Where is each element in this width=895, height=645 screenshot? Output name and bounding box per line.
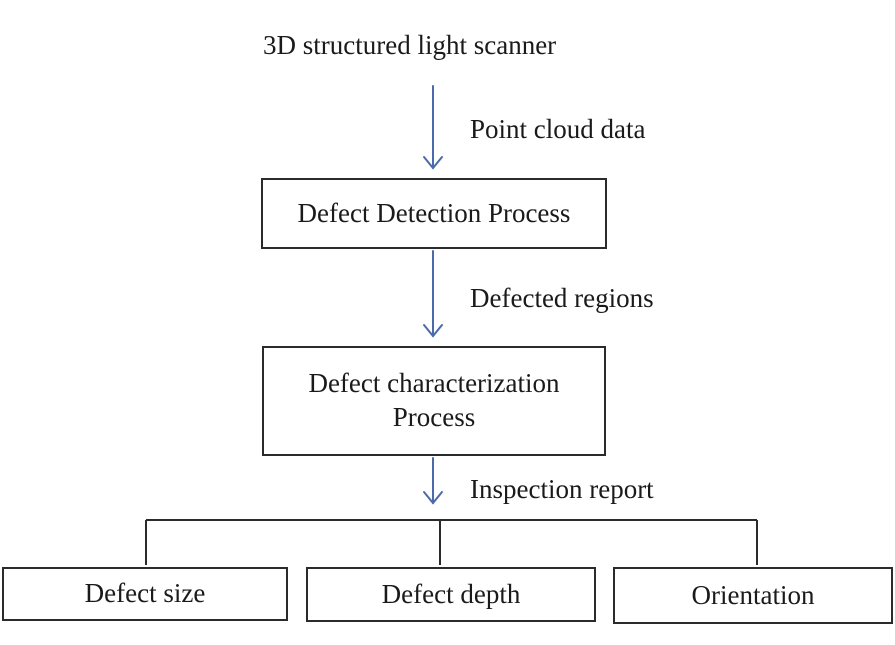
defect-characterization-label-line1: Defect characterization (308, 368, 560, 399)
orientation-label: Orientation (691, 579, 815, 610)
arrow-head-3 (423, 491, 443, 505)
flow-label-point-cloud: Point cloud data (470, 114, 646, 144)
flow-label-inspection-report: Inspection report (470, 474, 654, 504)
scanner-label: 3D structured light scanner (263, 30, 557, 60)
defect-depth-label: Defect depth (381, 578, 521, 609)
defect-detection-process-box: Defect Detection Process (261, 178, 607, 249)
arrow-head-1 (423, 156, 443, 170)
defect-size-label: Defect size (84, 578, 206, 609)
orientation-box: Orientation (613, 567, 893, 624)
defect-characterization-process-box: Defect characterization Process (262, 346, 606, 456)
flow-label-defected-regions: Defected regions (470, 283, 654, 313)
arrow-head-2 (423, 324, 443, 338)
defect-characterization-label-line2: Process (392, 402, 476, 432)
defect-depth-box: Defect depth (306, 567, 596, 622)
defect-detection-process-label: Defect Detection Process (297, 197, 571, 228)
defect-size-box: Defect size (2, 567, 288, 621)
